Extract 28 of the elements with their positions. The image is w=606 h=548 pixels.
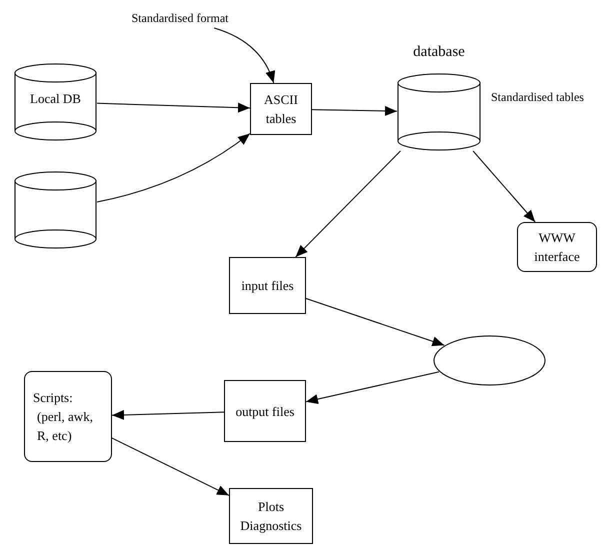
node-label: Local DB xyxy=(30,90,81,108)
node-label: output files xyxy=(236,402,294,420)
node-heading: database xyxy=(412,43,466,62)
arrow xyxy=(306,371,440,404)
process-box xyxy=(229,488,313,544)
rounded-box xyxy=(24,371,112,462)
process-box xyxy=(224,380,306,442)
process-box xyxy=(250,83,312,135)
node-label: Standardised format xyxy=(132,10,228,26)
arrow xyxy=(214,28,275,84)
arrow xyxy=(312,106,398,116)
node-label: ASCII tables xyxy=(263,91,299,128)
node-label: Scripts: xyxy=(33,389,73,407)
node-label: Plots Diagnostics xyxy=(239,498,303,535)
arrow xyxy=(112,410,224,420)
ellipse-shape xyxy=(433,335,546,386)
node-label: WWW interface xyxy=(533,229,581,266)
rounded-box xyxy=(517,222,597,272)
process-box xyxy=(229,257,306,314)
arrow xyxy=(96,102,250,113)
arrow xyxy=(96,133,250,202)
arrow xyxy=(306,298,445,346)
arrow xyxy=(472,150,536,222)
arrow xyxy=(295,150,401,258)
node-label: input files xyxy=(241,277,294,295)
side-note: Standardised tables xyxy=(491,89,584,105)
node-label: (perl, awk, R, etc) xyxy=(36,408,94,445)
arrow xyxy=(112,438,230,496)
